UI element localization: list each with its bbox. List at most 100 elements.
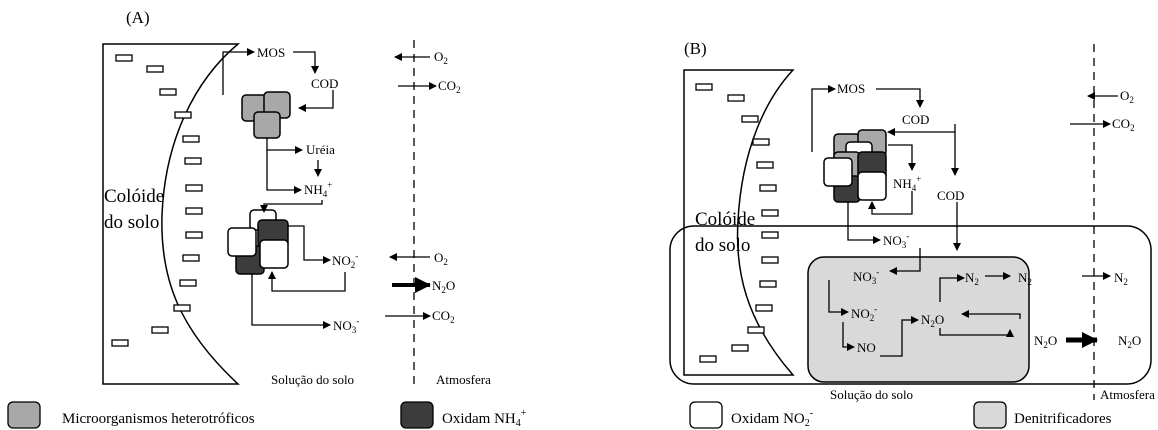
arrow-to-ureia <box>266 138 303 154</box>
particle <box>173 304 191 312</box>
legend-swatch-denitrifiers <box>973 401 1007 429</box>
arrow-to-no2 <box>288 225 331 264</box>
colloid-a: Colóide do solo <box>102 43 241 385</box>
no-in-label: NO <box>857 340 876 355</box>
arrows-a <box>222 48 437 329</box>
particle <box>179 279 197 287</box>
particle <box>727 94 745 102</box>
co2-label-a-top: CO2 <box>438 78 461 95</box>
legend-label-denitrifiers: Denitrificadores <box>1014 411 1112 427</box>
no3-label-a: NO3- <box>333 316 359 335</box>
particle <box>695 83 713 91</box>
colloid-a-text-1: Colóide <box>104 186 164 207</box>
particle <box>146 65 164 73</box>
n2o-out-label: N2O <box>1034 333 1057 350</box>
legend-swatch-nh4-oxidizers <box>400 401 434 429</box>
particle <box>185 231 203 239</box>
particle <box>752 138 770 146</box>
panel-b: (B) Colóide do solo <box>669 39 1155 402</box>
heterotroph-box <box>253 111 281 139</box>
legend-label-nh4-oxidizers: Oxidam NH4+ <box>442 408 527 429</box>
legend-label-heterotrophs: Microorganismos heterotróficos <box>62 411 255 427</box>
colloid-b-particles <box>695 83 779 363</box>
arrow-to-no3 <box>251 274 331 329</box>
nh4-label-b: NH4+ <box>893 174 921 193</box>
legend-label-no2-oxidizers: Oxidam NO2- <box>731 408 813 429</box>
colloid-b-text-1: Colóide <box>695 209 755 230</box>
particle <box>182 254 200 262</box>
particle <box>761 256 779 264</box>
ureia-label: Uréia <box>306 142 335 157</box>
arrow-to-mos-b <box>811 85 836 152</box>
panel-b-label: (B) <box>684 39 707 58</box>
arrow-nh4-oxidizers <box>260 200 323 213</box>
arrow-mos-cod-b <box>876 88 924 108</box>
n2o-label-a: N2O <box>432 278 455 295</box>
atmosphere-label-a: Atmosfera <box>436 372 491 387</box>
mos-label-a: MOS <box>257 45 285 60</box>
arrow-no3-no2 <box>828 280 849 316</box>
legend-swatch-no2-oxidizers <box>689 401 723 429</box>
arrow-n2o-return <box>961 310 1021 319</box>
n2o-atm-label: N2O <box>1118 333 1141 350</box>
solution-label-b: Solução do solo <box>830 387 913 402</box>
particle <box>759 184 777 192</box>
arrow-mos-cod <box>293 51 319 74</box>
particle <box>182 135 200 143</box>
co2-label-b: CO2 <box>1112 116 1135 133</box>
particle <box>115 54 133 62</box>
particle <box>174 111 192 119</box>
particle <box>755 304 773 312</box>
o2-label-a-mid: O2 <box>434 250 448 267</box>
soil-solution-box <box>669 225 1152 385</box>
particle <box>761 231 779 239</box>
arrow-no-n2o <box>880 316 919 357</box>
cod-label-b2: COD <box>937 188 964 203</box>
n2-out-label: N2 <box>1018 270 1032 287</box>
arrow-no2-no <box>842 322 855 351</box>
colloid-a-outline <box>102 43 241 385</box>
mos-label-b: MOS <box>837 81 865 96</box>
arrow-n2o-out <box>939 328 1014 337</box>
particle <box>111 339 129 347</box>
arrow-to-no3-b <box>847 202 881 244</box>
o2-label-b: O2 <box>1120 88 1134 105</box>
arrow-to-mos <box>222 48 255 95</box>
legend: Microorganismos heterotróficos Oxidam NH… <box>7 401 1112 429</box>
colloid-a-particles <box>111 54 203 347</box>
no2-oxidizer-box <box>857 171 887 201</box>
particle <box>761 209 779 217</box>
arrow-to-nh4-b <box>888 144 916 171</box>
nh4-label-a: NH4+ <box>304 180 332 199</box>
arrow-cod-cluster <box>298 90 334 112</box>
no2-oxidizer-box <box>259 239 289 269</box>
n2o-in-label: N2O <box>921 312 944 329</box>
n2-in-label: N2 <box>965 270 979 287</box>
no2-label-a: NO2- <box>332 251 358 270</box>
colloid-a-text-2: do solo <box>104 212 159 233</box>
particle <box>731 344 749 352</box>
panel-a-label: (A) <box>126 8 150 27</box>
n2-atm-label: N2 <box>1114 270 1128 287</box>
arrow-nh4-return-b <box>868 191 913 215</box>
particle <box>159 88 177 96</box>
o2-label-a-top: O2 <box>434 49 448 66</box>
particle <box>741 115 759 123</box>
solution-label-a: Solução do solo <box>271 372 354 387</box>
arrow-no2-return <box>268 271 346 292</box>
panel-a: (A) Colóide do solo <box>102 8 491 388</box>
no2-oxidizer-box <box>823 157 853 187</box>
no2-in-label: NO2- <box>851 304 877 323</box>
co2-label-a-bot: CO2 <box>432 308 455 325</box>
arrow-to-nh4 <box>266 150 302 194</box>
no2-oxidizer-box <box>227 227 257 257</box>
colloid-b: Colóide do solo <box>683 69 795 376</box>
atmosphere-label-b: Atmosfera <box>1100 387 1155 402</box>
no3-out-label-b: NO3- <box>883 231 909 250</box>
particle <box>699 355 717 363</box>
colloid-b-text-2: do solo <box>695 235 750 256</box>
legend-swatch-heterotrophs <box>7 401 41 429</box>
arrow-no3-in-b <box>889 248 921 275</box>
particle <box>185 207 203 215</box>
